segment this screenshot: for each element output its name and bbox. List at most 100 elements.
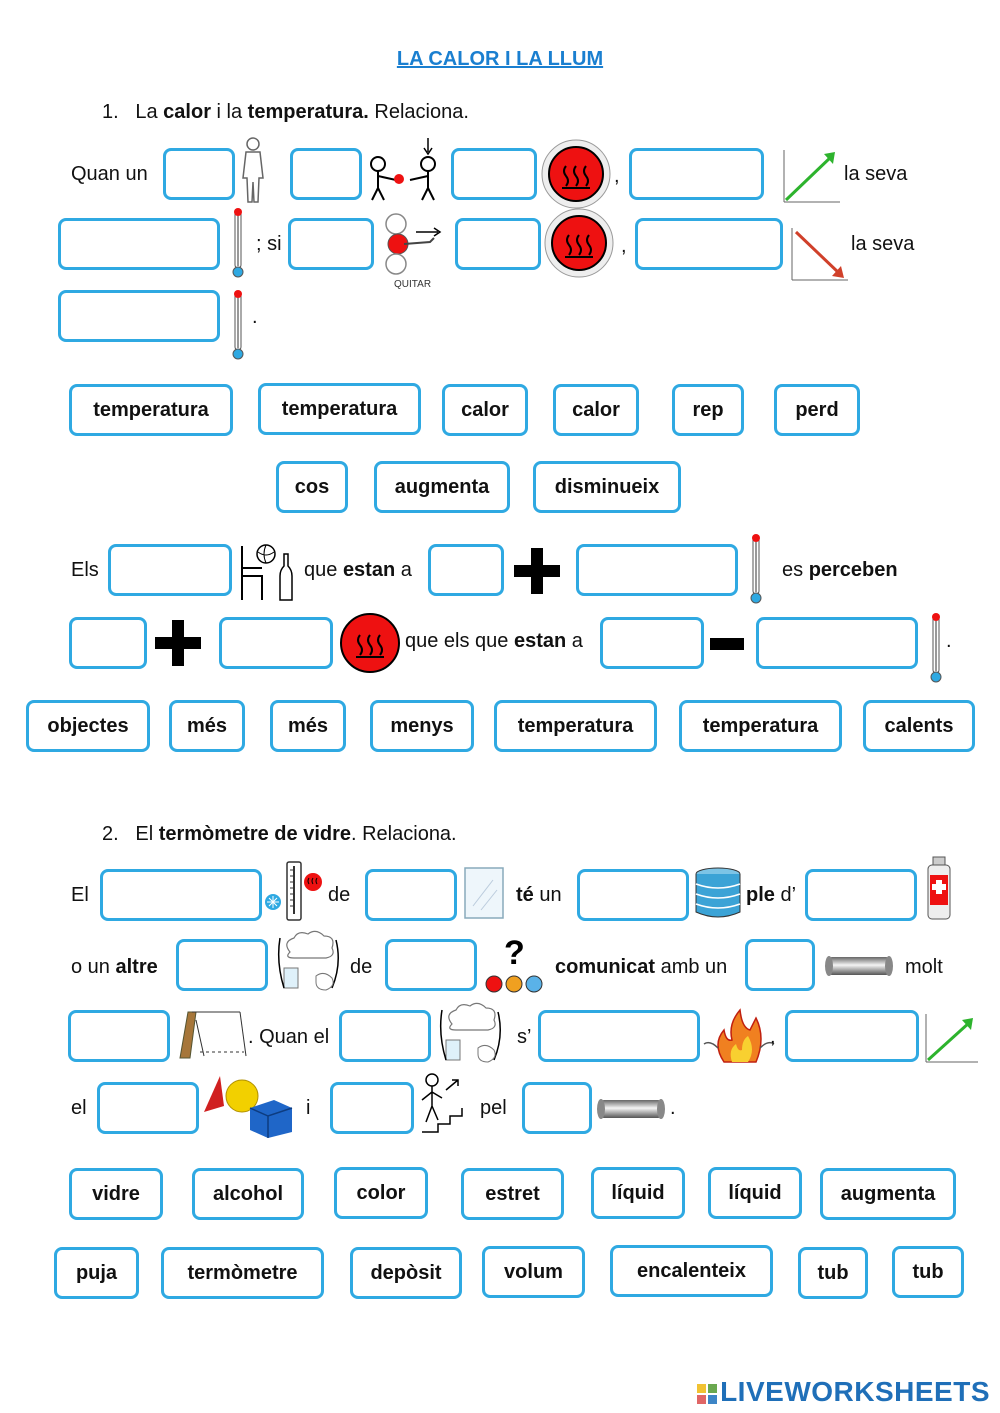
comma: , <box>614 165 620 187</box>
drop-blank[interactable] <box>455 218 541 270</box>
word-chip[interactable]: més <box>169 700 245 752</box>
sentence-text: Quan un <box>71 163 148 185</box>
word-chip[interactable]: calor <box>553 384 639 436</box>
graph-up-icon <box>925 1014 978 1063</box>
drop-blank[interactable] <box>290 148 362 200</box>
word-chip[interactable]: alcohol <box>192 1168 304 1220</box>
thermometer-icon <box>232 290 244 360</box>
word-chip[interactable]: depòsit <box>350 1247 462 1299</box>
sentence-text: Els <box>71 559 99 581</box>
drop-blank[interactable] <box>385 939 477 991</box>
drop-blank[interactable] <box>58 218 220 270</box>
drop-blank[interactable] <box>451 148 537 200</box>
word-chip[interactable]: temperatura <box>69 384 233 436</box>
page-title: LA CALOR I LA LLUM <box>396 48 604 70</box>
drop-blank[interactable] <box>339 1010 431 1062</box>
drop-blank[interactable] <box>330 1082 414 1134</box>
drop-blank[interactable] <box>58 290 220 342</box>
word-chip[interactable]: menys <box>370 700 474 752</box>
word-chip[interactable]: augmenta <box>820 1168 956 1220</box>
word-chip[interactable]: temperatura <box>679 700 842 752</box>
sentence-text: ; si <box>256 233 282 255</box>
graph-down-icon <box>791 228 848 281</box>
drop-blank[interactable] <box>219 617 333 669</box>
word-chip[interactable]: tub <box>892 1246 964 1298</box>
word-chip[interactable]: vidre <box>69 1168 163 1220</box>
text-part: un <box>533 884 562 906</box>
word-chip[interactable]: perd <box>774 384 860 436</box>
sentence-text: pel <box>480 1097 507 1119</box>
word-chip[interactable]: objectes <box>26 700 150 752</box>
word-chip[interactable]: líquid <box>708 1167 802 1219</box>
thermometer-cold-hot-icon <box>265 861 322 921</box>
shapes-icon <box>204 1076 293 1138</box>
drop-blank[interactable] <box>538 1010 700 1062</box>
heat-icon <box>340 613 400 673</box>
tube-icon <box>825 956 893 976</box>
drop-blank[interactable] <box>805 869 917 921</box>
word-chip[interactable]: puja <box>54 1247 139 1299</box>
sentence-text: o un altre <box>71 956 158 979</box>
drop-blank[interactable] <box>176 939 268 991</box>
sentence-text: la seva <box>844 163 908 185</box>
text-part: d’ <box>774 884 797 906</box>
word-chip[interactable]: encalenteix <box>610 1245 773 1297</box>
drop-blank[interactable] <box>745 939 815 991</box>
drop-blank[interactable] <box>785 1010 919 1062</box>
heat-icon <box>541 139 611 209</box>
drop-blank[interactable] <box>100 869 262 921</box>
drop-blank[interactable] <box>600 617 704 669</box>
thermometer-icon <box>232 208 244 278</box>
drop-blank[interactable] <box>635 218 783 270</box>
sentence-text: la seva <box>851 233 915 255</box>
word-chip[interactable]: líquid <box>591 1167 685 1219</box>
drop-blank[interactable] <box>108 544 232 596</box>
ruler-length-icon <box>179 1011 247 1059</box>
word-chip[interactable]: cos <box>276 461 348 513</box>
word-chip[interactable]: calor <box>442 384 528 436</box>
drop-blank[interactable] <box>365 869 457 921</box>
word-chip[interactable]: termòmetre <box>161 1247 324 1299</box>
comma: , <box>770 1026 776 1048</box>
comma: , <box>621 235 627 257</box>
drop-blank[interactable] <box>163 148 235 200</box>
alcohol-bottle-icon <box>927 856 951 920</box>
drop-blank[interactable] <box>68 1010 170 1062</box>
stairs-up-icon <box>421 1073 463 1133</box>
heading-text: La <box>135 101 164 123</box>
sentence-text: que els que estan a <box>405 630 583 653</box>
sentence-text: es perceben <box>782 559 898 582</box>
svg-text:?: ? <box>504 936 525 972</box>
drop-blank[interactable] <box>288 218 374 270</box>
sentence-text: que estan a <box>304 559 412 582</box>
text-part: que els que <box>405 630 514 652</box>
word-chip[interactable]: augmenta <box>374 461 510 513</box>
drop-blank[interactable] <box>97 1082 199 1134</box>
word-chip[interactable]: temperatura <box>494 700 657 752</box>
drop-blank[interactable] <box>428 544 504 596</box>
sentence-text: molt <box>905 956 943 978</box>
plus-icon <box>155 620 201 666</box>
plus-icon <box>514 548 560 594</box>
sentence-text: s’ <box>517 1026 532 1048</box>
period: . <box>670 1097 676 1119</box>
water-tank-icon <box>695 867 741 918</box>
drop-blank[interactable] <box>577 869 689 921</box>
drop-blank[interactable] <box>756 617 918 669</box>
word-chip[interactable]: calents <box>863 700 975 752</box>
text-part: o un <box>71 956 116 978</box>
word-chip[interactable]: més <box>270 700 346 752</box>
word-chip[interactable]: color <box>334 1167 428 1219</box>
word-chip[interactable]: disminueix <box>533 461 681 513</box>
drop-blank[interactable] <box>629 148 764 200</box>
word-chip[interactable]: rep <box>672 384 744 436</box>
drop-blank[interactable] <box>522 1082 592 1134</box>
word-chip[interactable]: estret <box>461 1168 564 1220</box>
fire-icon <box>703 1008 775 1063</box>
word-chip[interactable]: temperatura <box>258 383 421 435</box>
heading-bold: temperatura. <box>247 101 369 123</box>
word-chip[interactable]: volum <box>482 1246 585 1298</box>
word-chip[interactable]: tub <box>798 1247 868 1299</box>
drop-blank[interactable] <box>69 617 147 669</box>
drop-blank[interactable] <box>576 544 738 596</box>
